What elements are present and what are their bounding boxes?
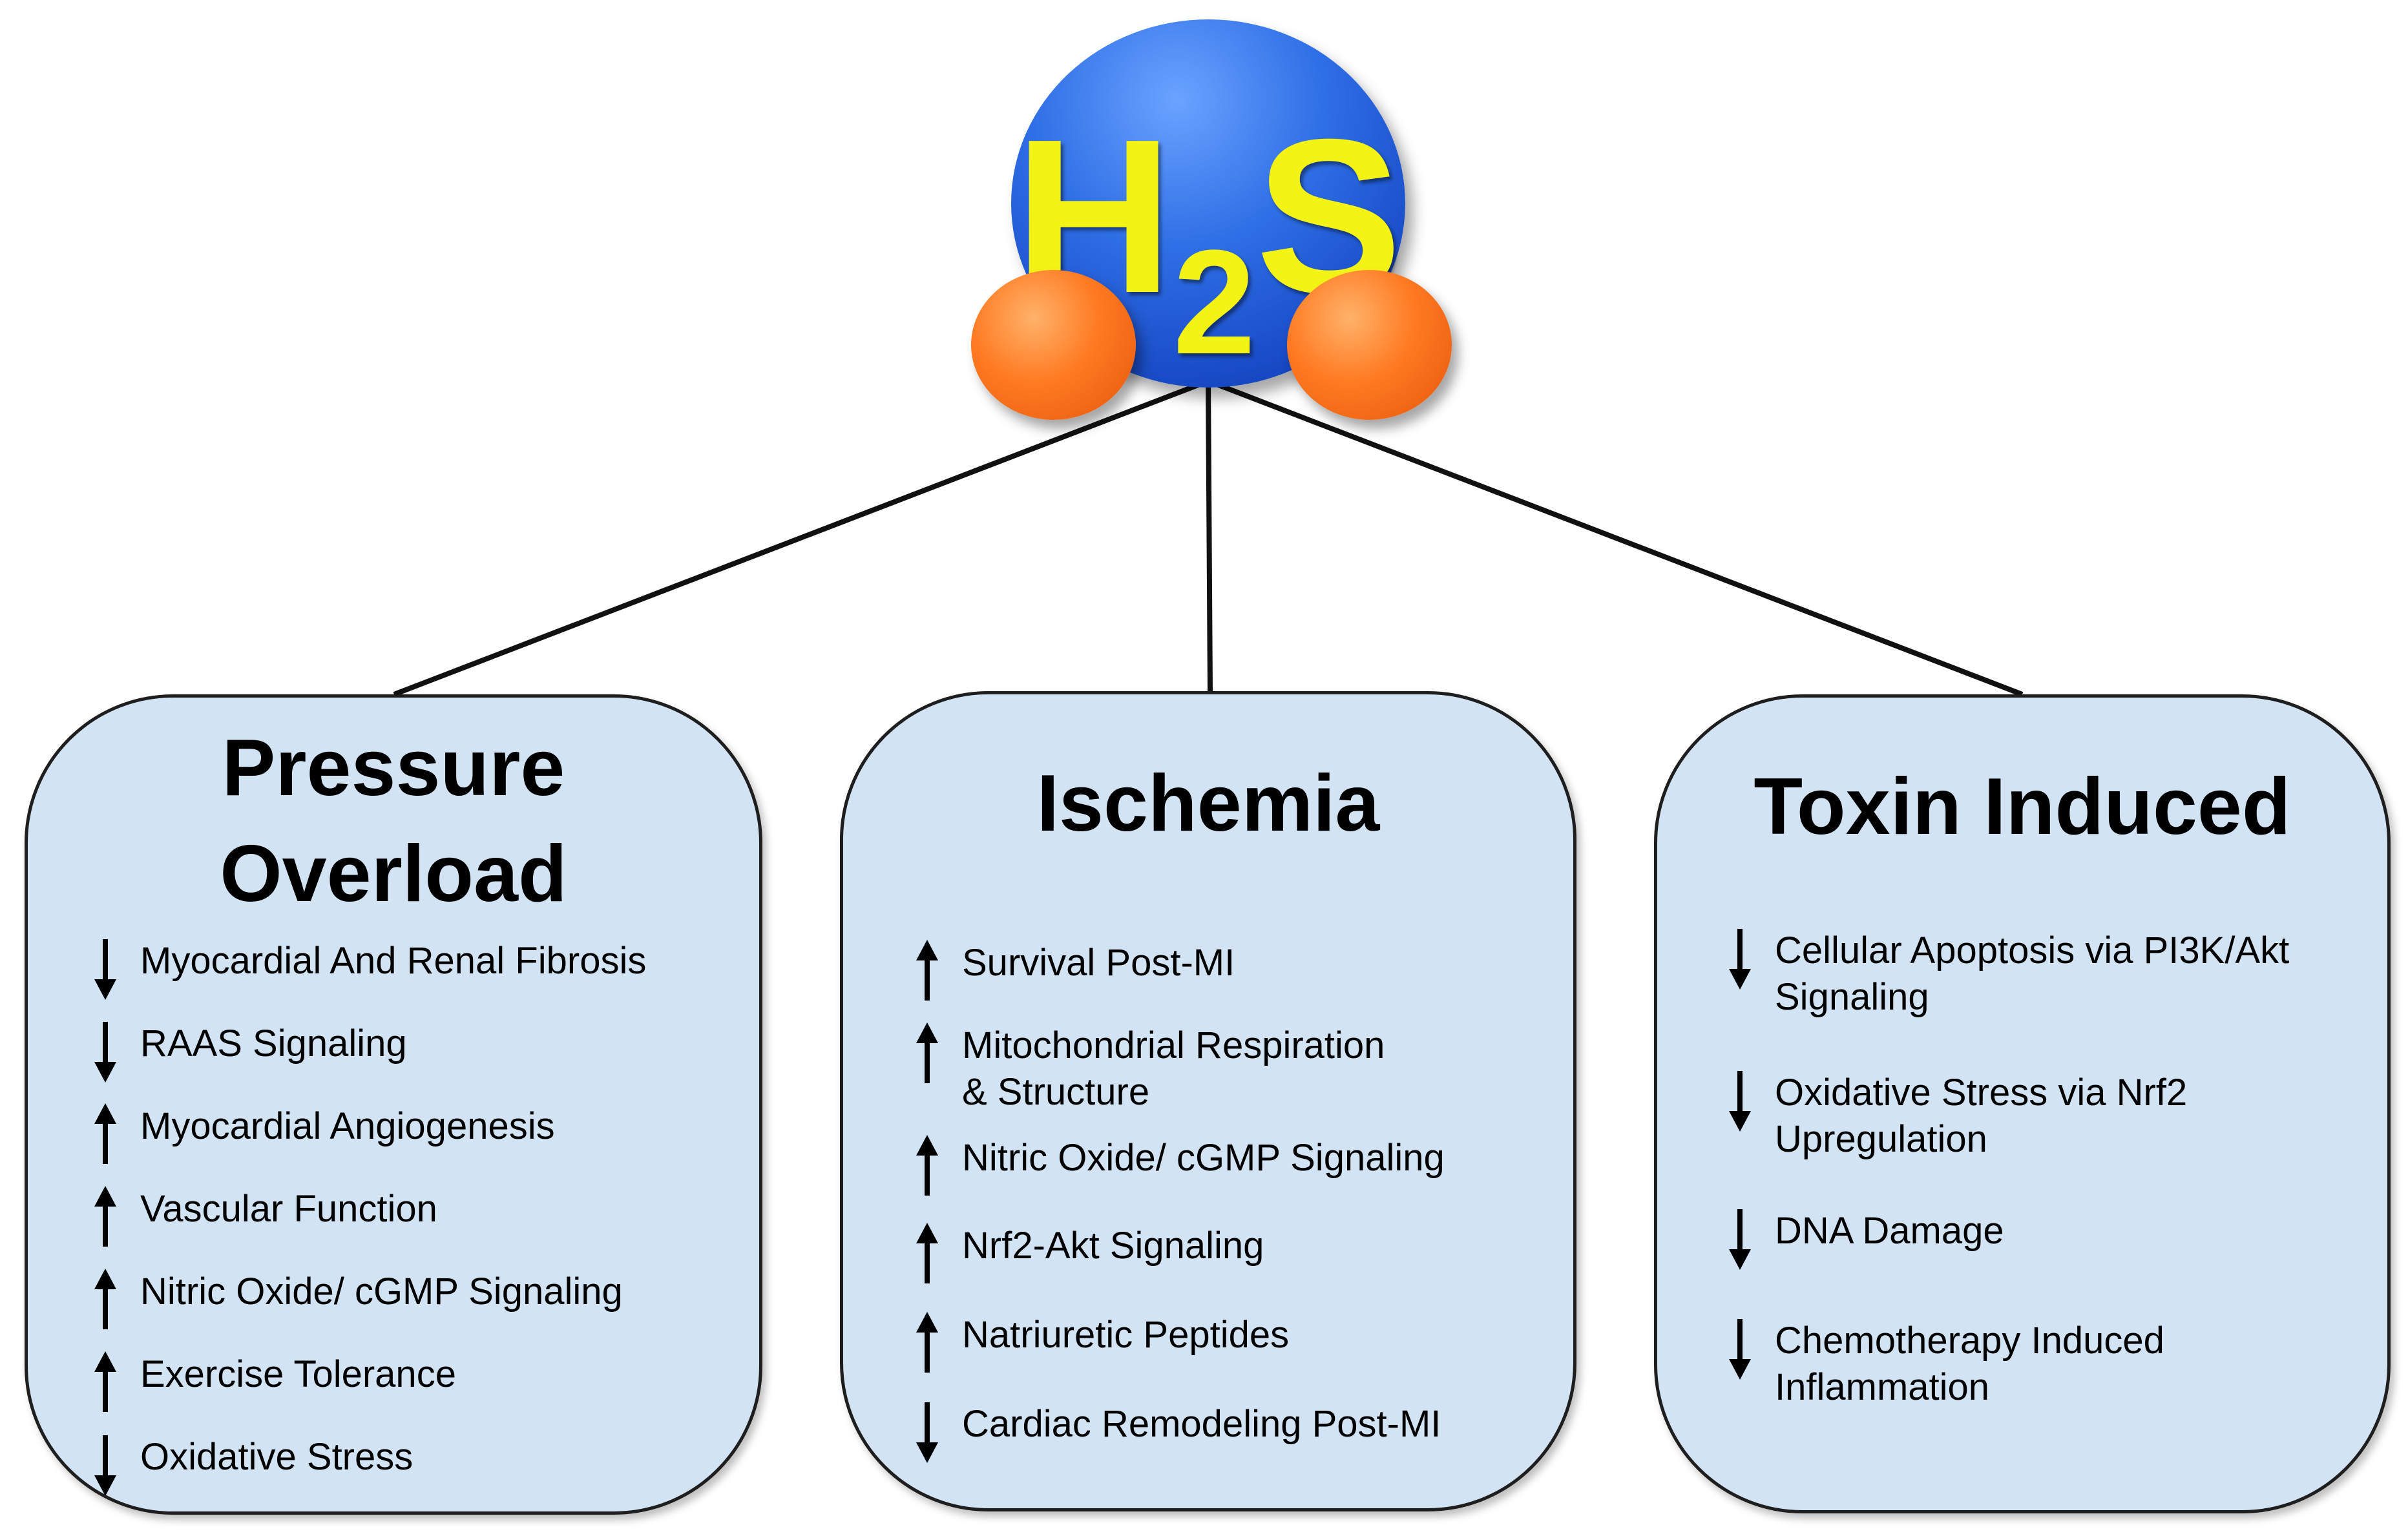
effect-label: RAAS Signaling bbox=[140, 1022, 407, 1064]
arrow-up-icon bbox=[916, 1223, 938, 1283]
list-item: Myocardial Angiogenesis bbox=[92, 1103, 555, 1167]
effect-label: Survival Post-MI bbox=[962, 942, 1235, 984]
effect-label: Chemotherapy Induced Inflammation bbox=[1775, 1320, 2164, 1408]
arrow-down-icon bbox=[1729, 929, 1751, 990]
arrow-up-icon bbox=[94, 1103, 116, 1164]
effect-label: Cellular Apoptosis via PI3K/Akt Signalin… bbox=[1775, 929, 2290, 1018]
arrow-down-icon bbox=[94, 1435, 116, 1496]
hydrogen-atom-right bbox=[1287, 270, 1452, 420]
effect-label: Myocardial Angiogenesis bbox=[140, 1105, 555, 1147]
list-item: RAAS Signaling bbox=[92, 1021, 407, 1084]
panel-title: Ischemia bbox=[1036, 759, 1380, 848]
effect-label: Oxidative Stress via Nrf2 Upregulation bbox=[1775, 1072, 2188, 1160]
arrow-up-icon bbox=[916, 1135, 938, 1196]
list-item: Oxidative Stress bbox=[92, 1434, 413, 1497]
arrow-down-icon bbox=[916, 1402, 938, 1463]
effect-label: Mitochondrial Respiration & Structure bbox=[962, 1024, 1385, 1113]
panel-pressure-overload: Pressure Overload Myocardial And Renal F… bbox=[25, 694, 762, 1515]
panel-toxin-induced: Toxin Induced Cellular Apoptosis via PI3… bbox=[1654, 694, 2391, 1513]
effect-label: Oxidative Stress bbox=[140, 1436, 414, 1478]
list-item: Natriuretic Peptides bbox=[914, 1312, 1289, 1375]
effect-label: Nitric Oxide/ cGMP Signaling bbox=[140, 1271, 623, 1313]
panel-title: Pressure Overload bbox=[220, 723, 567, 918]
hydrogen-atom-left bbox=[971, 270, 1136, 420]
formula-subscript: 2 bbox=[1173, 219, 1256, 385]
effect-label: Natriuretic Peptides bbox=[962, 1314, 1290, 1356]
list-item: Myocardial And Renal Fibrosis bbox=[92, 938, 646, 1001]
arrow-up-icon bbox=[94, 1186, 116, 1247]
connector-pressure-overload bbox=[393, 379, 1209, 697]
list-item: Cardiac Remodeling Post-MI bbox=[914, 1401, 1441, 1464]
arrow-up-icon bbox=[94, 1351, 116, 1412]
list-item: Oxidative Stress via Nrf2 Upregulation bbox=[1727, 1070, 2187, 1163]
list-item: Nrf2-Akt Signaling bbox=[914, 1223, 1264, 1286]
list-item: DNA Damage bbox=[1727, 1208, 2004, 1271]
effect-label: Cardiac Remodeling Post-MI bbox=[962, 1403, 1441, 1445]
panel-title: Toxin Induced bbox=[1754, 762, 2291, 851]
arrow-down-icon bbox=[94, 1022, 116, 1083]
list-item: Cellular Apoptosis via PI3K/Akt Signalin… bbox=[1727, 928, 2289, 1021]
effect-label: Nitric Oxide/ cGMP Signaling bbox=[962, 1137, 1445, 1179]
effect-label: DNA Damage bbox=[1775, 1210, 2004, 1252]
list-item: Nitric Oxide/ cGMP Signaling bbox=[914, 1135, 1445, 1198]
arrow-up-icon bbox=[916, 1312, 938, 1373]
effect-label: Vascular Function bbox=[140, 1188, 437, 1230]
arrow-up-icon bbox=[94, 1269, 116, 1329]
list-item: Nitric Oxide/ cGMP Signaling bbox=[92, 1269, 623, 1332]
panel-ischemia: Ischemia Survival Post-MI Mitochondrial … bbox=[840, 691, 1576, 1511]
arrow-down-icon bbox=[1729, 1319, 1751, 1380]
effect-label: Nrf2-Akt Signaling bbox=[962, 1225, 1264, 1267]
arrow-up-icon bbox=[916, 940, 938, 1001]
effect-label: Myocardial And Renal Fibrosis bbox=[140, 940, 647, 982]
h2s-molecule: H2S bbox=[0, 0, 2408, 452]
list-item: Vascular Function bbox=[92, 1186, 437, 1249]
arrow-down-icon bbox=[1729, 1209, 1751, 1270]
connector-toxin-induced bbox=[1207, 379, 2024, 697]
list-item: Survival Post-MI bbox=[914, 940, 1235, 1003]
arrow-up-icon bbox=[916, 1022, 938, 1083]
arrow-down-icon bbox=[94, 939, 116, 1000]
effect-label: Exercise Tolerance bbox=[140, 1353, 456, 1395]
list-item: Mitochondrial Respiration & Structure bbox=[914, 1022, 1385, 1116]
arrow-down-icon bbox=[1729, 1071, 1751, 1132]
list-item: Chemotherapy Induced Inflammation bbox=[1727, 1318, 2164, 1411]
list-item: Exercise Tolerance bbox=[92, 1351, 456, 1415]
connector-ischemia bbox=[1206, 380, 1213, 692]
